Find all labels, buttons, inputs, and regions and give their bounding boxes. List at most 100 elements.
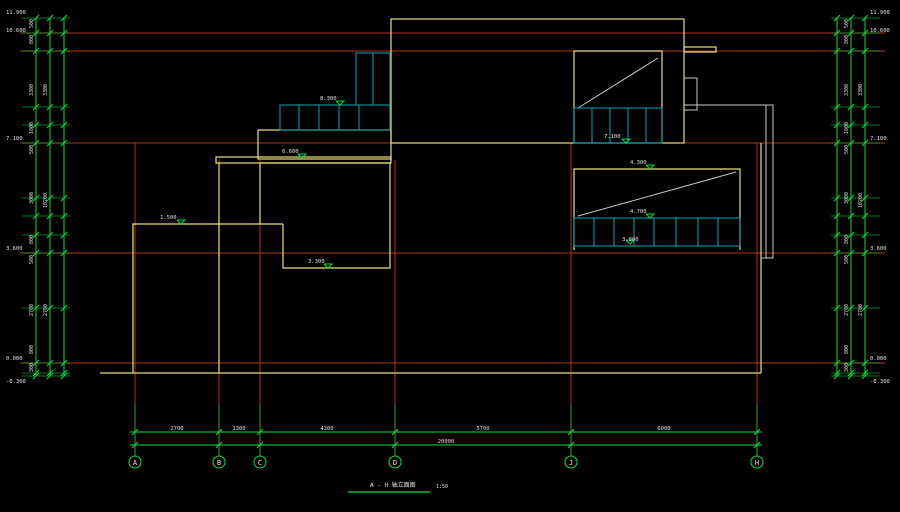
secondary-lines xyxy=(577,57,774,259)
bottom-dimension-chain xyxy=(130,431,762,446)
windows xyxy=(279,52,741,247)
level-label-7: 4.700 xyxy=(630,209,647,215)
right-dim-2: 800 xyxy=(844,35,850,44)
right-elevation-4: 3.600 xyxy=(870,246,887,252)
left-dim-6: 3000 xyxy=(29,192,35,204)
level-mark-2 xyxy=(297,153,308,159)
level-labels: 8.300 6.600 1.500 3.300 7.100 4.300 4.70… xyxy=(160,96,647,265)
left-elevation-4: 3.600 xyxy=(6,246,23,252)
axis-label-h: H xyxy=(755,459,759,467)
bay-dim-3: 4300 xyxy=(320,426,333,432)
bay-dim-2: 1300 xyxy=(232,426,245,432)
level-label-3: 1.500 xyxy=(160,215,177,221)
right-dim-11: 300 xyxy=(844,363,850,372)
level-mark-6 xyxy=(645,164,656,170)
bay-dimension-labels: 2700 1300 4300 5700 6000 20000 xyxy=(170,426,670,445)
left-dim-inner-1: 3300 xyxy=(43,84,49,96)
level-label-5: 7.100 xyxy=(604,134,621,140)
left-elevation-2: 10.600 xyxy=(6,28,26,34)
window-upper-right xyxy=(573,107,663,144)
right-dim-text-outer: 500 800 3300 1000 500 3000 800 500 2700 … xyxy=(844,19,850,372)
level-label-1: 8.300 xyxy=(320,96,337,102)
level-mark-3 xyxy=(176,219,187,225)
right-dim-7: 800 xyxy=(844,235,850,244)
right-dim-3: 3300 xyxy=(844,84,850,96)
axis-label-c: C xyxy=(258,459,262,467)
right-elevation-1: 11.900 xyxy=(870,10,890,16)
left-dim-4: 1000 xyxy=(29,122,35,134)
left-dim-inner-2: 10200 xyxy=(43,193,49,208)
left-elevation-3: 7.100 xyxy=(6,136,23,142)
window-lower-right xyxy=(573,217,741,247)
bay-dim-4: 5700 xyxy=(476,426,489,432)
tower-outline xyxy=(390,18,685,144)
axis-lines xyxy=(20,32,885,456)
right-dimension-chain xyxy=(836,18,866,376)
bay-dim-1: 2700 xyxy=(170,426,183,432)
right-elevation-2: 10.600 xyxy=(870,28,890,34)
axis-bubble-j xyxy=(564,455,578,469)
low-block-outline xyxy=(132,223,283,373)
right-dim-text-inner: 3300 10200 2700 xyxy=(858,84,864,316)
building-outline xyxy=(100,18,762,374)
bottom-dimension-ticks xyxy=(131,404,761,455)
left-dim-8: 500 xyxy=(29,255,35,264)
left-dim-3: 3300 xyxy=(29,84,35,96)
level-label-2: 6.600 xyxy=(282,149,299,155)
left-dim-inner-3: 2700 xyxy=(43,304,49,316)
total-dim: 20000 xyxy=(438,439,455,445)
lower-frame-outline xyxy=(573,168,741,250)
right-dim-inner-3: 2700 xyxy=(858,304,864,316)
right-dimension-ticks xyxy=(831,14,880,380)
drawing-title: A - H 轴立面图 xyxy=(370,481,416,489)
window-upper-left xyxy=(279,104,391,131)
drawing-scale: 1:50 xyxy=(436,484,448,490)
right-elevation-5: 0.000 xyxy=(870,356,887,362)
left-elevation-1: 11.900 xyxy=(6,10,26,16)
level-label-6: 4.300 xyxy=(630,160,647,166)
left-elevation-labels: 11.900 10.600 7.100 3.600 0.000 -0.300 xyxy=(6,10,26,385)
left-dim-10: 800 xyxy=(29,345,35,354)
left-dim-5: 500 xyxy=(29,145,35,154)
left-elevation-6: -0.300 xyxy=(6,379,26,385)
right-wing-outline xyxy=(684,104,774,259)
level-mark-8 xyxy=(625,239,636,245)
axis-bubble-h xyxy=(750,455,764,469)
level-mark-7 xyxy=(645,213,656,219)
right-dim-6: 3000 xyxy=(844,192,850,204)
right-dim-9: 2700 xyxy=(844,304,850,316)
left-dim-text-inner: 3300 10200 2700 xyxy=(43,84,49,316)
axis-label-b: B xyxy=(217,459,221,467)
left-dim-1: 500 xyxy=(29,19,35,28)
right-dim-inner-2: 10200 xyxy=(858,193,864,208)
bay-dim-5: 6000 xyxy=(657,426,670,432)
right-elevation-labels: 11.900 10.600 7.100 3.600 0.000 -0.300 xyxy=(870,10,890,385)
level-label-4: 3.300 xyxy=(308,259,325,265)
left-dim-text-outer: 500 800 3300 1000 500 3000 800 500 2700 … xyxy=(29,19,35,372)
left-dimension-ticks xyxy=(22,14,70,380)
right-elevation-3: 7.100 xyxy=(870,136,887,142)
right-dim-8: 500 xyxy=(844,255,850,264)
level-label-8: 3.800 xyxy=(622,237,639,243)
left-elevation-5: 0.000 xyxy=(6,356,23,362)
left-dim-7: 800 xyxy=(29,235,35,244)
axis-bubble-a xyxy=(128,455,142,469)
upper-shade xyxy=(577,57,659,109)
level-mark-1 xyxy=(335,100,346,106)
axis-label-j: J xyxy=(569,459,573,467)
axis-label-d: D xyxy=(393,459,397,467)
right-dim-4: 1000 xyxy=(844,122,850,134)
axis-label-a: A xyxy=(133,459,138,467)
level-markers xyxy=(176,100,656,269)
canopy-outline xyxy=(684,77,698,111)
left-dim-2: 800 xyxy=(29,35,35,44)
right-dim-5: 500 xyxy=(844,145,850,154)
level-mark-5 xyxy=(621,138,632,144)
mid-block-outline xyxy=(260,162,391,269)
axis-bubble-c xyxy=(253,455,267,469)
upper-terrace-wall xyxy=(257,129,392,160)
upper-frame-outline xyxy=(573,50,663,143)
balcony-rail xyxy=(683,46,717,53)
